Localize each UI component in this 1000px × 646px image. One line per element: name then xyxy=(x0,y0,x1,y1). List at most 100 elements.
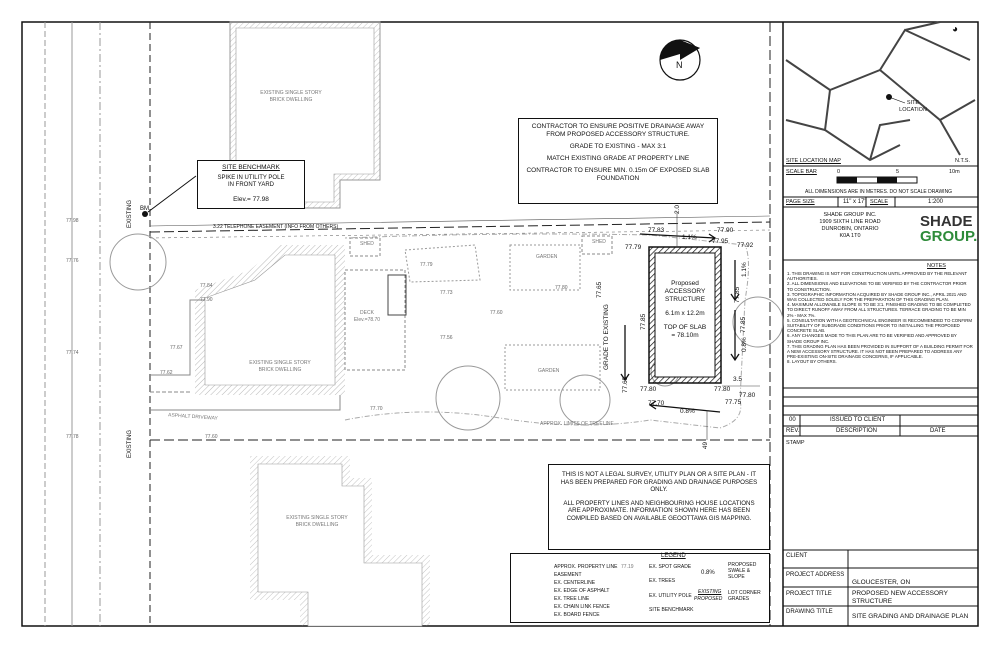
spot-grade: 77.74 xyxy=(66,350,79,356)
shed-label-1: SHED xyxy=(360,241,374,247)
disclaimer-1: THIS IS NOT A LEGAL SURVEY, UTILITY PLAN… xyxy=(560,471,758,493)
rev-number: 00 xyxy=(789,417,796,423)
deck-label: DECK Elev.=78.70 xyxy=(353,310,381,323)
spot-grade: 77.85 xyxy=(640,313,647,330)
stamp-label: STAMP xyxy=(786,440,805,446)
slope-bottom: 0.8% xyxy=(680,408,695,415)
easement-label: 3.22 TELEPHONE EASEMENT (INFO FROM OTHER… xyxy=(213,224,339,230)
page-size-label: PAGE SIZE xyxy=(786,199,815,205)
slope-top: 1.1% xyxy=(682,234,697,241)
legend-item: EX. CENTERLINE xyxy=(554,580,596,586)
logo-line-2: GROUP. xyxy=(920,228,978,245)
shed-label-2: SHED xyxy=(592,239,606,245)
north-arrow-icon xyxy=(659,39,701,81)
swale-arrows xyxy=(620,233,740,413)
structure-size: 6.1m x 12.2m xyxy=(665,310,705,317)
legend-item: EX. BOARD FENCE xyxy=(554,612,600,618)
garden-label-2: GARDEN xyxy=(538,368,560,374)
scale-bar-label: SCALE BAR xyxy=(786,169,817,175)
legend-item: EX. CHAIN LINK FENCE xyxy=(554,604,610,610)
spot-grade: 77.80 xyxy=(640,386,657,393)
legend-trees: EX. TREES xyxy=(649,578,676,584)
benchmark-elev: Elev.= 77.98 xyxy=(233,196,269,203)
benchmark-box: SITE BENCHMARK SPIKE IN UTILITY POLE IN … xyxy=(197,160,305,209)
benchmark-title: SITE BENCHMARK xyxy=(222,164,280,171)
scale-value: 1:200 xyxy=(928,199,944,205)
sheet-border xyxy=(21,21,979,627)
spot-grade: 77.78 xyxy=(66,434,79,440)
spot-grade: 77.80 xyxy=(714,386,731,393)
legend-title: LEGEND xyxy=(661,553,686,559)
spot-grade: 77.98 xyxy=(66,218,79,224)
legend-pole: EX. UTILITY POLE xyxy=(649,593,692,599)
legend-corner: LOT CORNER GRADES xyxy=(728,590,761,602)
company-name: SHADE GROUP INC. xyxy=(823,212,877,218)
dwelling-mid-label: EXISTING SINGLE STORY BRICK DWELLING xyxy=(249,360,311,373)
shed-1 xyxy=(349,237,381,257)
treeline xyxy=(344,233,749,429)
company-logo: SHADE GROUP. xyxy=(920,213,978,245)
date-header: DATE xyxy=(930,428,946,434)
garden-label-1: GARDEN xyxy=(536,254,558,260)
company-block: SHADE GROUP INC. 1909 SIXTH LINE ROAD DU… xyxy=(805,212,895,240)
note-item: 2. ALL DIMENSIONS AND ELEVATIONS TO BE V… xyxy=(787,281,967,292)
site-location-map-label: SITE LOCATION MAP xyxy=(786,158,841,164)
deck xyxy=(344,269,406,371)
spot-grade: 77.84 xyxy=(200,283,213,289)
spot-grade: 77.70 xyxy=(370,406,383,412)
spot-grade: 77.83 xyxy=(648,227,665,234)
rev-description: ISSUED TO CLIENT xyxy=(830,417,886,423)
spot-grade: 77.79 xyxy=(420,262,433,268)
note-item: 3. TOPOGRAPHIC INFORMATION ACQUIRED BY S… xyxy=(787,291,967,303)
spot-grade: 77.67 xyxy=(170,345,183,351)
spot-grade: 77.65 xyxy=(596,281,603,298)
copyright-icon: ◕ xyxy=(952,24,959,35)
address-value: GLOUCESTER, ON xyxy=(852,579,911,586)
legend-corner-prop: PROPOSED xyxy=(694,596,723,602)
spot-grade: 77.80 xyxy=(739,392,756,399)
site-location-map xyxy=(785,21,976,162)
legend-item: EX. TREE LINE xyxy=(554,596,590,602)
treeline-label: APPROX. LIMITS OF TREELINE xyxy=(540,421,614,427)
stairs xyxy=(387,274,407,316)
north-letter: N xyxy=(676,60,683,70)
legend-spot-sample: 77.19 xyxy=(621,564,634,570)
benchmark-desc: SPIKE IN UTILITY POLE IN FRONT YARD xyxy=(217,175,285,188)
legend-swale: PROPOSED SWALE & SLOPE xyxy=(728,562,757,580)
contractor-note-box: CONTRACTOR TO ENSURE POSITIVE DRAINAGE A… xyxy=(518,118,718,204)
structure-slab-2: = 78.10m xyxy=(671,332,699,339)
property-lines xyxy=(149,22,771,626)
accessory-structure xyxy=(654,252,716,378)
note-item: 6. ANY CHANGES MADE TO THIS PLAN ARE TO … xyxy=(787,333,957,344)
company-addr-3: K0A 1T0 xyxy=(839,233,861,239)
bm-label: BM xyxy=(140,206,149,212)
spot-grade: 77.90 xyxy=(200,297,213,303)
note-line-4: CONTRACTOR TO ENSURE MIN. 0.15m OF EXPOS… xyxy=(526,167,710,182)
spot-grade: 77.79 xyxy=(625,244,642,251)
note-item: 1. THIS DRAWING IS NOT FOR CONSTRUCTION … xyxy=(787,271,967,282)
note-line-1: CONTRACTOR TO ENSURE POSITIVE DRAINAGE A… xyxy=(531,123,705,138)
description-header: DESCRIPTION xyxy=(836,428,878,434)
drawing-title-value: SITE GRADING AND DRAINAGE PLAN xyxy=(852,613,969,620)
company-addr-1: 1909 SIXTH LINE ROAD xyxy=(819,219,881,225)
spot-grade: 77.90 xyxy=(717,227,734,234)
scale-label: SCALE xyxy=(870,199,889,205)
spot-grade: 77.85 xyxy=(734,286,741,303)
legend-bm: SITE BENCHMARK xyxy=(649,607,694,613)
dims-note: ALL DIMENSIONS ARE IN METRES. DO NOT SCA… xyxy=(805,189,953,195)
dwelling-bottom-label: EXISTING SINGLE STORY BRICK DWELLING xyxy=(286,515,348,528)
spot-grade: 77.95 xyxy=(712,238,729,245)
rev-header: REV. xyxy=(786,428,800,434)
spot-grade: 77.80 xyxy=(555,285,568,291)
legend-spot: EX. SPOT GRADE xyxy=(649,564,692,570)
legend-item: EASEMENT xyxy=(554,572,582,578)
structure-label: Proposed ACCESSORY STRUCTURE 6.1m x 12.2… xyxy=(656,280,714,340)
site-location-label: SITE LOCATION xyxy=(899,100,927,113)
spot-grade: 77.75 xyxy=(725,399,742,406)
project-title-value: PROPOSED NEW ACCESSORY STRUCTURE xyxy=(852,590,948,605)
structure-line-2: ACCESSORY xyxy=(664,288,706,295)
structure-slab-1: TOP OF SLAB xyxy=(663,324,707,331)
note-line-2: GRADE TO EXISTING - MAX 3:1 xyxy=(569,143,667,150)
logo-line-1: SHADE xyxy=(920,213,973,230)
legend-swale-val: 0.8% xyxy=(701,570,715,576)
